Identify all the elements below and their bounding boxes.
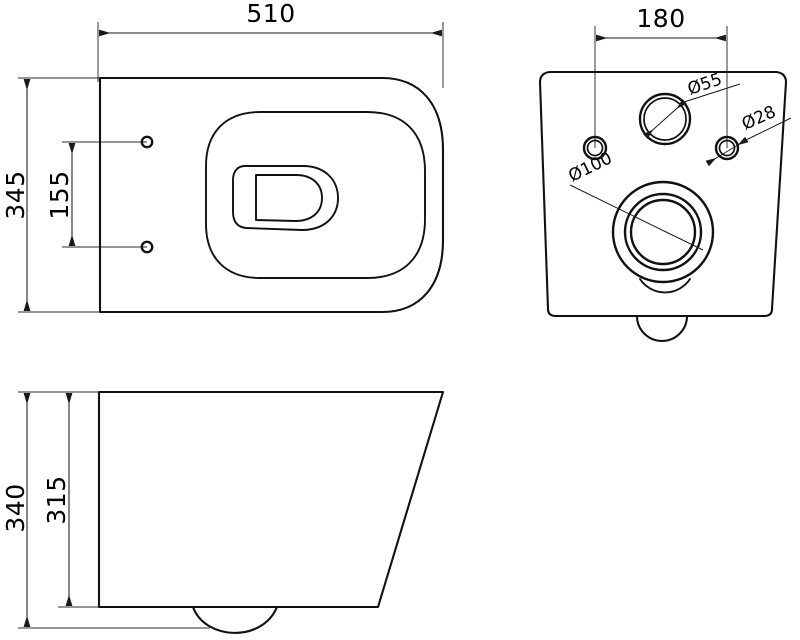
fixing-hole-left-inner-ring [586, 139, 604, 157]
dia-55-diameter-arrow [643, 98, 687, 140]
rear-body-outline [538, 70, 788, 318]
dimension-label-155: 155 [45, 170, 74, 219]
rear-view-group: 180 Ø55 Ø28 [538, 4, 792, 342]
top-view-group: 510 345 155 [1, 0, 445, 314]
fixing-hole-lower-top-view [140, 240, 154, 254]
dimension-label-510: 510 [246, 0, 295, 28]
waste-outlet-middle-ring [623, 192, 703, 272]
waste-outlet-outer-ring [611, 180, 715, 284]
bowl-rim-outer-detail [232, 165, 339, 231]
water-inlet-outer-ring [638, 92, 692, 146]
side-body-outline [97, 390, 445, 609]
fixing-hole-left-outer-ring [582, 135, 608, 161]
dimension-label-345: 345 [1, 170, 30, 219]
dia-100-leader-line [569, 184, 704, 251]
dia-28-leader-line [745, 117, 792, 141]
side-view-group: 340 315 [1, 390, 445, 634]
dia-28-diameter-arrow [705, 136, 749, 167]
dimension-label-340: 340 [1, 483, 30, 532]
side-bottom-curve [191, 605, 279, 634]
waste-outlet-inner-ring [629, 198, 697, 266]
bowl-d-hole-detail [255, 174, 323, 222]
rear-inner-curve [639, 278, 691, 294]
pan-outline-top [98, 76, 445, 314]
rear-bottom-bump [635, 314, 689, 342]
fixing-hole-upper-top-view [140, 135, 154, 149]
callout-label-dia-28: Ø28 [739, 102, 779, 135]
dimension-label-180: 180 [636, 4, 685, 33]
dia-55-leader-line [683, 83, 741, 103]
dimension-label-315: 315 [42, 475, 71, 524]
bowl-opening-outline [205, 111, 426, 279]
